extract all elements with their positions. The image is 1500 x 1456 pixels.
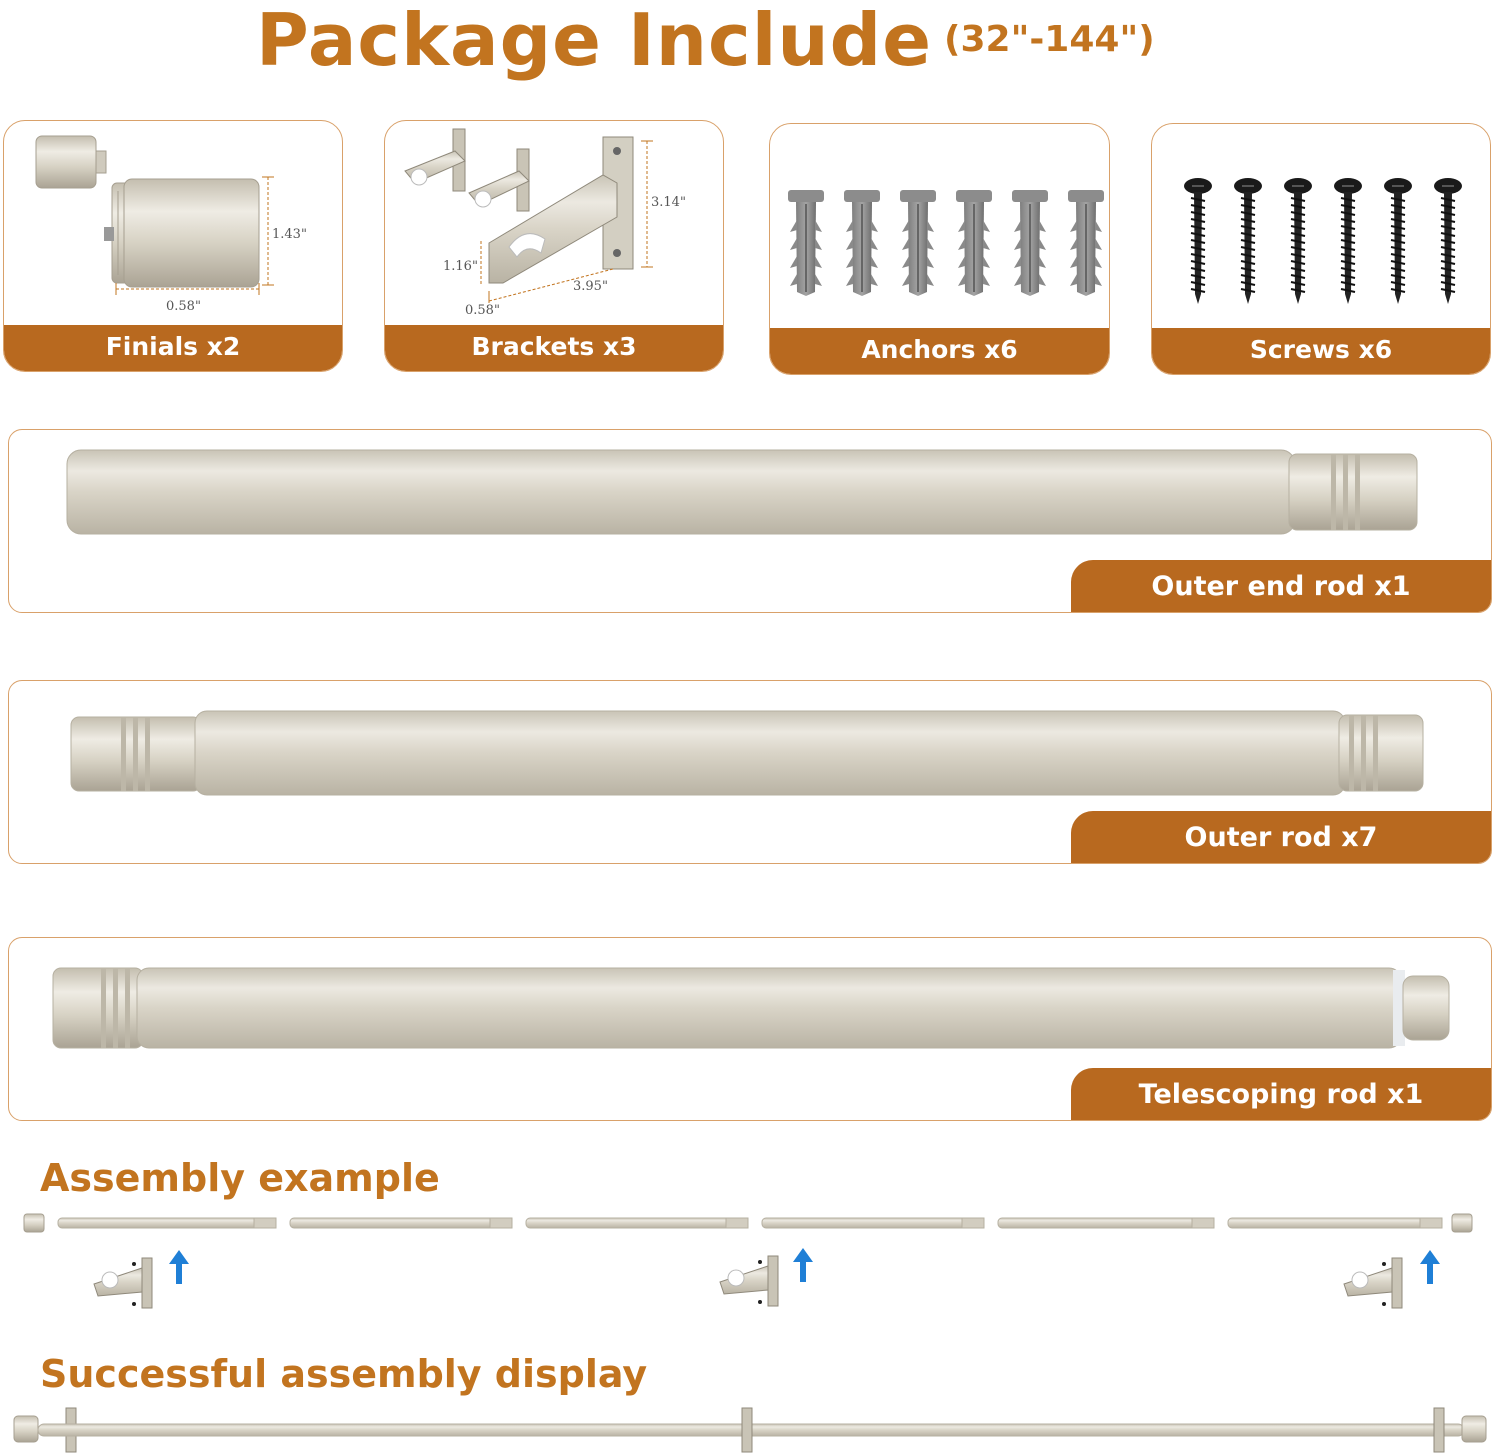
screw-icon	[1184, 178, 1212, 304]
brackets-label: Brackets x3	[385, 325, 723, 371]
finials-card: 1.43" 0.58" Finials x2	[3, 120, 343, 372]
bracket-part	[93, 1257, 153, 1309]
screw-icon	[1434, 178, 1462, 304]
brackets-card: 3.14" 3.95" 1.16" 0.58" Brackets x3	[384, 120, 724, 372]
successful-assembly-diagram	[13, 1407, 1487, 1453]
screw-icon	[1234, 178, 1262, 304]
telescoping-rod-image	[52, 967, 1450, 1049]
bracket-icon	[404, 128, 653, 303]
anchor-icon	[844, 190, 880, 296]
assembly-example-title: Assembly example	[40, 1156, 440, 1200]
anchor-icon	[956, 190, 992, 296]
outer-end-rod-image	[66, 449, 1418, 535]
bracket-height-dim: 3.14"	[651, 195, 686, 210]
screws-label: Screws x6	[1152, 328, 1490, 374]
arrow-up-icon	[1420, 1250, 1440, 1284]
screws-card: Screws x6	[1151, 123, 1491, 375]
rod-part	[1227, 1217, 1443, 1229]
anchors-label: Anchors x6	[770, 328, 1109, 374]
finial-part	[1451, 1213, 1473, 1233]
finials-label: Finials x2	[4, 325, 342, 371]
title-text: Package Include	[256, 0, 933, 82]
screw-icon	[1334, 178, 1362, 304]
bracket-depth-dim: 3.95"	[573, 279, 608, 294]
successful-assembly-title: Successful assembly display	[40, 1352, 648, 1396]
outer-rod-label: Outer rod x7	[1071, 811, 1491, 863]
outer-rod-image	[70, 710, 1424, 796]
telescoping-rod-panel: Telescoping rod x1	[8, 937, 1492, 1121]
anchor-icon	[900, 190, 936, 296]
outer-rod-panel: Outer rod x7	[8, 680, 1492, 864]
finial-height-dim: 1.43"	[272, 227, 307, 242]
bracket-cup-dim: 1.16"	[443, 259, 478, 274]
page-title: Package Include (32"-144")	[256, 0, 1155, 82]
anchor-icon	[1068, 190, 1104, 296]
rod-part	[289, 1217, 513, 1229]
outer-end-rod-panel: Outer end rod x1	[8, 429, 1492, 613]
bracket-part	[1343, 1257, 1403, 1309]
rod-part	[57, 1217, 277, 1229]
finial-part	[23, 1213, 45, 1233]
finial-icon	[35, 135, 274, 295]
assembly-example-diagram	[23, 1213, 1473, 1309]
rod-part	[997, 1217, 1215, 1229]
arrow-up-icon	[169, 1250, 189, 1284]
anchor-icon	[1012, 190, 1048, 296]
finial-width-dim: 0.58"	[166, 299, 201, 314]
screw-icon	[1284, 178, 1312, 304]
anchor-icon	[788, 190, 824, 296]
bracket-part	[719, 1255, 779, 1307]
telescoping-rod-label: Telescoping rod x1	[1071, 1068, 1491, 1120]
screw-icon	[1184, 178, 1462, 304]
length-range: (32"-144")	[944, 19, 1155, 60]
anchors-card: Anchors x6	[769, 123, 1110, 375]
screw-icon	[1384, 178, 1412, 304]
anchor-icon	[788, 190, 1104, 296]
outer-end-rod-label: Outer end rod x1	[1071, 560, 1491, 612]
rod-part	[761, 1217, 985, 1229]
bracket-width-dim: 0.58"	[465, 303, 500, 318]
rod-part	[525, 1217, 749, 1229]
arrow-up-icon	[793, 1248, 813, 1282]
